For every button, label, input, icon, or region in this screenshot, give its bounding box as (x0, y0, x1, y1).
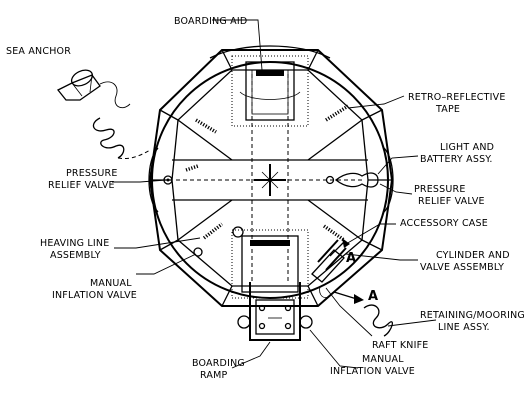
label-section-a-lower: A (368, 289, 378, 304)
boarding-ramp-drawing (231, 229, 313, 341)
label-retro-reflective: RETRO–REFLECTIVE (408, 92, 506, 103)
label-boarding-ramp-2: RAMP (200, 370, 228, 381)
label-heaving-line-1: HEAVING LINE (40, 238, 109, 249)
label-pressure-relief-left-2: RELIEF VALVE (48, 180, 115, 191)
label-cylinder-valve-1: CYLINDER AND (436, 250, 510, 261)
raft-body (148, 45, 394, 307)
label-manual-inflation-bottom-2: INFLATION VALVE (330, 366, 415, 377)
labels: BOARDING AID SEA ANCHOR RETRO–REFLECTIVE… (6, 16, 525, 381)
label-retaining-mooring-1: RETAINING/MOORING (420, 310, 525, 321)
label-heaving-line-2: ASSEMBLY (50, 250, 101, 261)
label-pressure-relief-right-1: PRESSURE (414, 184, 466, 195)
valves-drawing (163, 172, 379, 257)
label-accessory-case: ACCESSORY CASE (400, 218, 488, 229)
label-section-a-upper: A (346, 251, 356, 266)
sea-anchor-drawing (56, 69, 151, 159)
label-retaining-mooring-2: LINE ASSY. (438, 322, 490, 333)
retro-tape-drawing (185, 104, 349, 242)
label-boarding-aid: BOARDING AID (174, 16, 247, 27)
label-manual-inflation-left-1: MANUAL (90, 278, 132, 289)
label-boarding-ramp-1: BOARDING (192, 358, 245, 369)
label-retro-tape: TAPE (435, 104, 460, 115)
label-raft-knife: RAFT KNIFE (372, 340, 428, 351)
boarding-aid-drawing (231, 55, 309, 127)
label-manual-inflation-left-2: INFLATION VALVE (52, 290, 137, 301)
label-sea-anchor: SEA ANCHOR (6, 46, 71, 57)
label-light-battery-2: BATTERY ASSY. (420, 154, 493, 165)
label-light-battery-1: LIGHT AND (440, 142, 494, 153)
label-cylinder-valve-2: VALVE ASSEMBLY (420, 262, 504, 273)
label-pressure-relief-right-2: RELIEF VALVE (418, 196, 485, 207)
label-pressure-relief-left-1: PRESSURE (66, 168, 118, 179)
label-manual-inflation-bottom-1: MANUAL (362, 354, 404, 365)
leader-lines (112, 19, 437, 369)
